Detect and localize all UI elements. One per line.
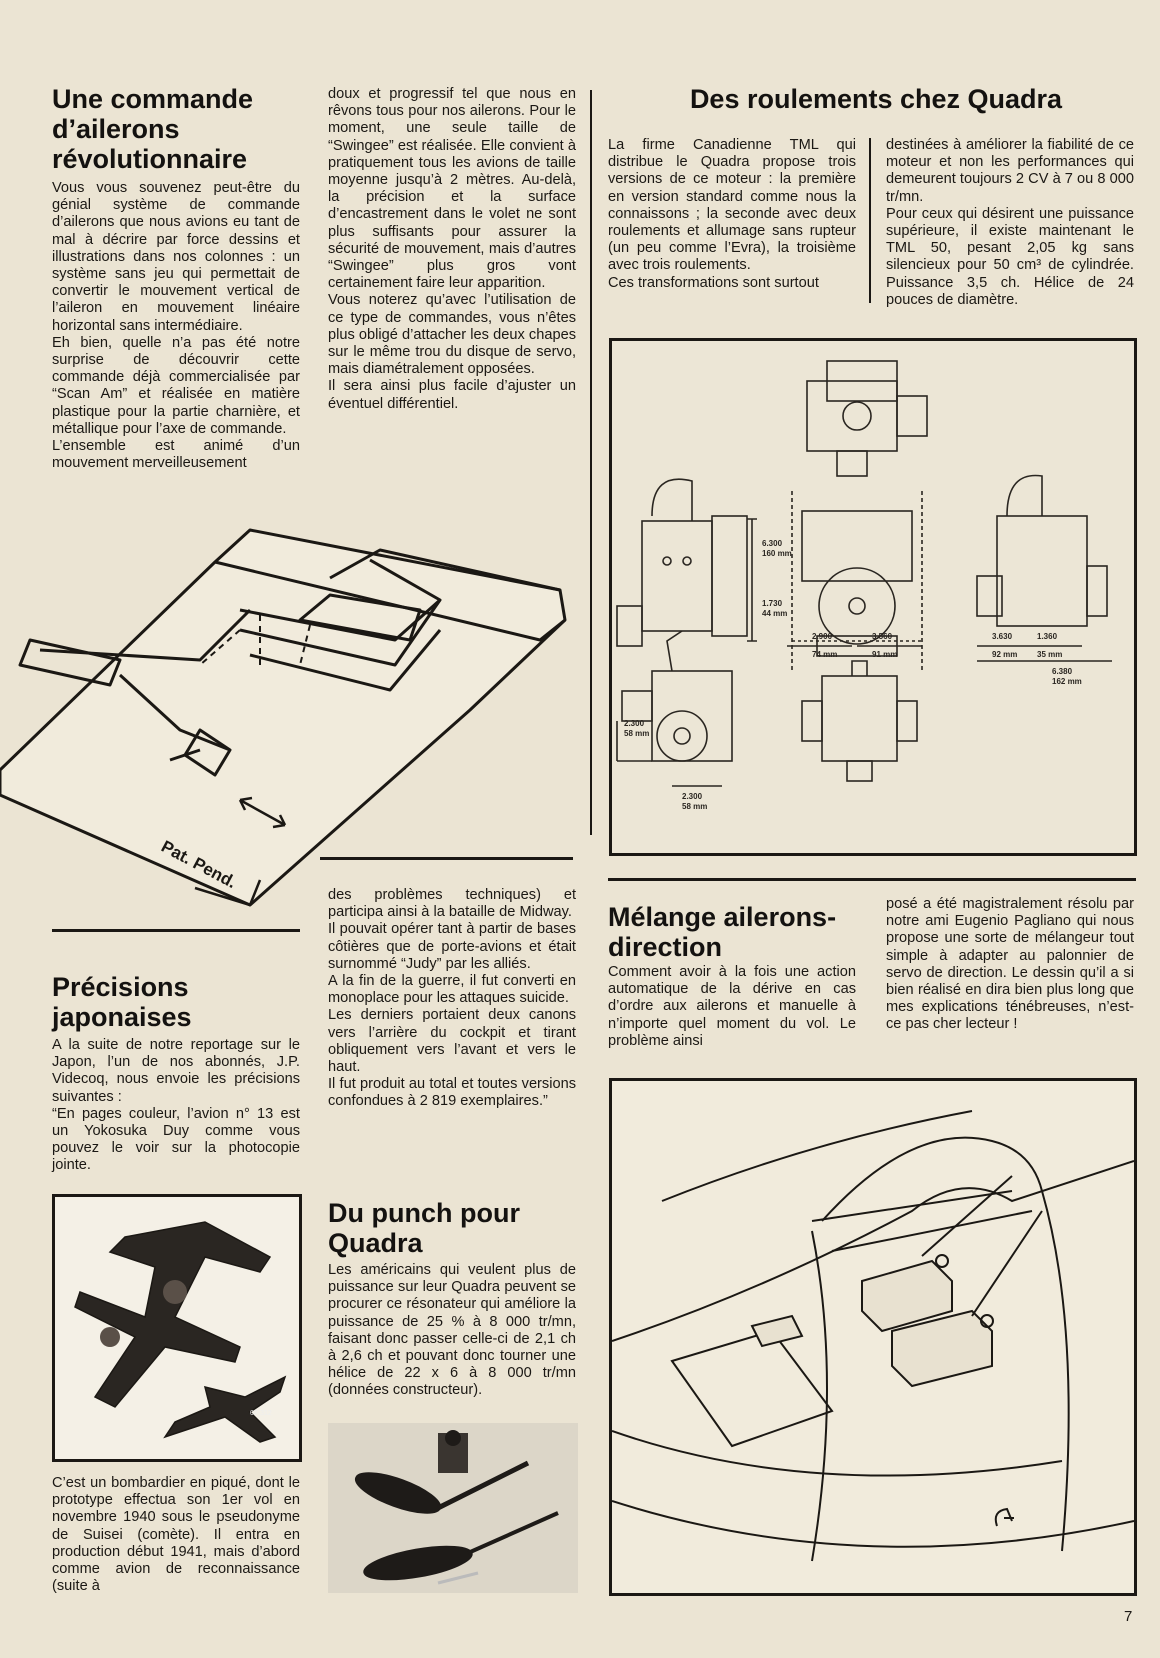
paragraph: Les derniers portaient deux canons vers … xyxy=(328,1007,576,1076)
paragraph: Il sera ainsi plus facile d’ajuster un é… xyxy=(328,378,576,412)
japan-column-2: des problèmes techniques) et participa a… xyxy=(328,887,576,1111)
paragraph: doux et progressif tel que nous en rêvon… xyxy=(328,86,576,292)
aileron-title: Une commande d’ailerons révolutionnaire xyxy=(52,84,254,174)
dimension-label: 2.300 xyxy=(682,792,703,801)
paragraph: Il pouvait opérer tant à partir de bases… xyxy=(328,921,576,972)
paragraph: destinées à améliorer la fiabilité de ce… xyxy=(886,137,1134,205)
mixing-column-2: posé a été magistralement résolu par not… xyxy=(886,896,1134,1034)
quadra-bearings-title: Des roulements chez Quadra xyxy=(689,84,1063,114)
plane-marking: 07-312 xyxy=(250,1410,272,1417)
yokosuka-photo: 07-312 xyxy=(74,1221,287,1443)
dimension-label: 58 mm xyxy=(624,729,649,738)
dimension-label: 3.560 xyxy=(872,632,893,641)
paragraph: Pour ceux qui désirent une puissance sup… xyxy=(886,205,1134,308)
engine-drawing-frame: 6.300 160 mm 1.730 44 mm 2.900 74 mm 3.5… xyxy=(609,338,1137,856)
paragraph: Comment avoir à la fois une action autom… xyxy=(608,964,856,1049)
dimension-label: 6.300 xyxy=(762,539,783,548)
dimension-label: 35 mm xyxy=(1037,650,1062,659)
dimension-label: 162 mm xyxy=(1052,677,1082,686)
section-divider xyxy=(608,878,1136,881)
paragraph: L’ensemble est animé d’un mouvement merv… xyxy=(52,438,300,472)
japan-after-photo: C’est un bombardier en piqué, dont le pr… xyxy=(52,1475,300,1595)
dimension-label: 1.360 xyxy=(1037,632,1058,641)
aileron-hinge-drawing: Pat. Pend. xyxy=(0,528,567,907)
mixer-drawing-frame xyxy=(609,1078,1137,1596)
paragraph: Eh bien, quelle n’a pas été notre surpri… xyxy=(52,334,300,437)
paragraph: des problèmes techniques) et participa a… xyxy=(328,887,576,921)
paragraph: A la suite de notre reportage sur le Jap… xyxy=(52,1037,300,1105)
dimension-label: 6.380 xyxy=(1052,667,1073,676)
japan-title: Précisions japonaises xyxy=(52,972,192,1032)
dimension-label: 2.300 xyxy=(624,719,645,728)
dimension-label: 1.730 xyxy=(762,599,783,608)
punch-body: Les américains qui veulent plus de puiss… xyxy=(328,1262,576,1400)
resonator-photo xyxy=(328,1423,578,1593)
japan-intro: A la suite de notre reportage sur le Jap… xyxy=(52,1037,300,1175)
quadra-bearings-column-1: La firme Canadienne TML qui distribue le… xyxy=(608,137,856,292)
mixer-drawing xyxy=(612,1110,1134,1562)
engine-drawing: 6.300 160 mm 1.730 44 mm 2.900 74 mm 3.5… xyxy=(616,360,1112,811)
quadra-bearings-column-2: destinées à améliorer la fiabilité de ce… xyxy=(886,137,1134,309)
paragraph: posé a été magistralement résolu par not… xyxy=(886,896,1134,1033)
paragraph: Les américains qui veulent plus de puiss… xyxy=(328,1262,576,1399)
dimension-label: 92 mm xyxy=(992,650,1017,659)
mixing-title: Mélange ailerons-direction xyxy=(608,902,837,962)
column-divider xyxy=(590,90,592,835)
yokosuka-photo-frame: 07-312 xyxy=(52,1194,302,1462)
column-divider xyxy=(869,138,871,303)
dimension-label: 2.900 xyxy=(812,632,833,641)
paragraph: A la fin de la guerre, il fut converti e… xyxy=(328,973,576,1007)
punch-title: Du punch pour Quadra xyxy=(328,1198,520,1258)
page-number: 7 xyxy=(1124,1608,1133,1625)
dimension-label: 58 mm xyxy=(682,802,707,811)
paragraph: Il fut produit au total et toutes versio… xyxy=(328,1076,576,1110)
dimension-label: 3.630 xyxy=(992,632,1013,641)
aileron-column-2: doux et progressif tel que nous en rêvon… xyxy=(328,86,576,413)
dimension-label: 91 mm xyxy=(872,650,897,659)
dimension-label: 44 mm xyxy=(762,609,787,618)
paragraph: Vous vous souvenez peut-être du génial s… xyxy=(52,180,300,334)
mixing-column-1: Comment avoir à la fois une action autom… xyxy=(608,964,856,1050)
dimension-label: 74 mm xyxy=(812,650,837,659)
paragraph: “En pages couleur, l’avion n° 13 est un … xyxy=(52,1105,300,1174)
dimension-label: 160 mm xyxy=(762,549,792,558)
paragraph: La firme Canadienne TML qui distribue le… xyxy=(608,137,856,274)
paragraph: C’est un bombardier en piqué, dont le pr… xyxy=(52,1475,300,1595)
aileron-column-1: Vous vous souvenez peut-être du génial s… xyxy=(52,180,300,472)
section-divider xyxy=(52,929,300,932)
section-divider xyxy=(320,857,573,860)
paragraph: Ces transformations sont surtout xyxy=(608,274,819,291)
paragraph: Vous noterez qu’avec l’utilisation de ce… xyxy=(328,292,576,378)
